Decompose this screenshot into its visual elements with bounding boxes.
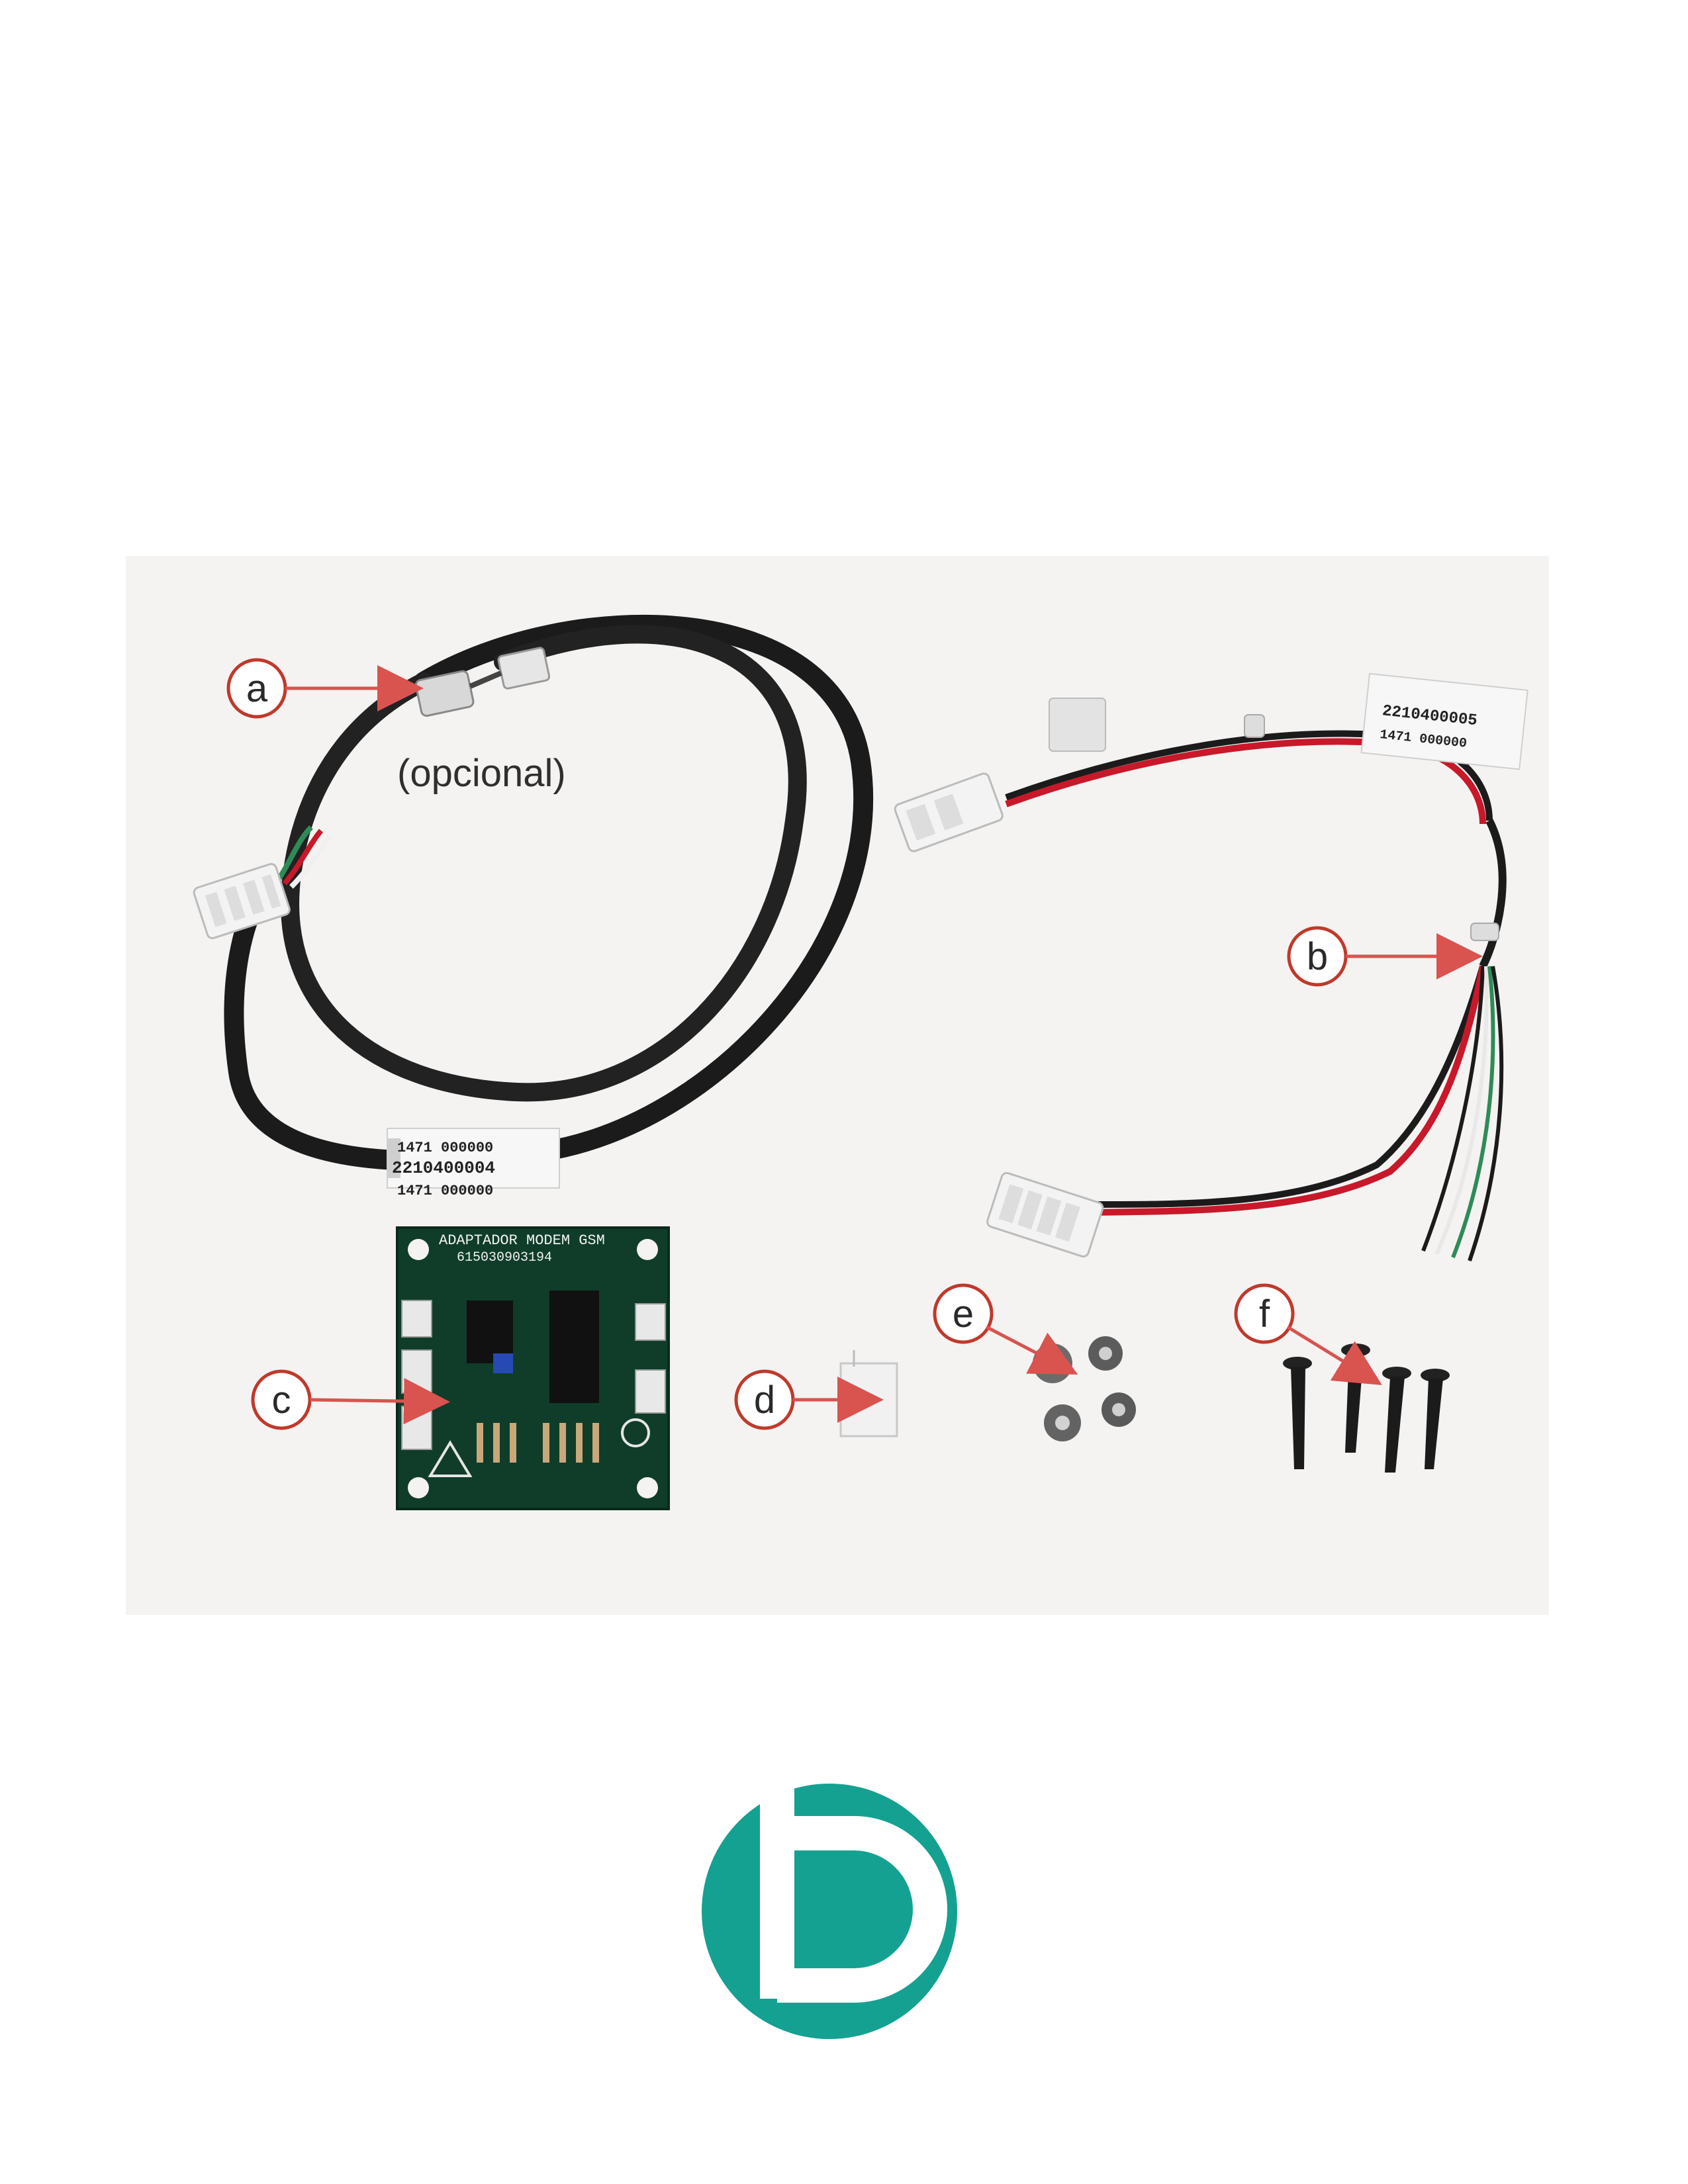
- callout-f: f: [1234, 1283, 1382, 1385]
- cable-a-label-line1: 1471 000000: [397, 1140, 493, 1156]
- spacer: [1033, 1343, 1072, 1383]
- screw: [1421, 1369, 1450, 1469]
- adapter-board: [396, 1226, 670, 1510]
- callout-letter-e: e: [953, 1293, 974, 1336]
- cable-b-connector-left: [894, 772, 1004, 852]
- screws-set: [1283, 1343, 1450, 1473]
- cable-a-label-line2: 2210400004: [392, 1158, 495, 1178]
- cable-a-label-line3: 1471 000000: [397, 1183, 493, 1199]
- board-part-number: 615030903194: [457, 1250, 552, 1265]
- callout-letter-c: c: [272, 1379, 291, 1422]
- cable-a-optional-connector: [414, 647, 551, 717]
- spacer: [1102, 1392, 1136, 1427]
- callout-letter-a: a: [246, 667, 268, 710]
- screw: [1283, 1357, 1312, 1469]
- cable-a-connector-left: [193, 862, 291, 940]
- callout-c: c: [251, 1369, 450, 1430]
- cable-b-connector-bottom: [986, 1171, 1104, 1258]
- callout-letter-b: b: [1307, 935, 1328, 978]
- callout-a: a: [226, 658, 424, 719]
- spacer: [1088, 1336, 1123, 1371]
- cable-b-label-sleeve: [1360, 672, 1528, 770]
- cable-b: [894, 672, 1528, 1261]
- optional-note: (opcional): [397, 752, 566, 795]
- callout-letter-f: f: [1259, 1293, 1270, 1336]
- screw: [1341, 1343, 1370, 1453]
- callout-e: e: [933, 1283, 1078, 1375]
- cable-a: [193, 614, 874, 1189]
- screw: [1382, 1367, 1411, 1473]
- callout-d: d: [734, 1369, 884, 1430]
- spacer: [1044, 1404, 1081, 1441]
- spacers-set: [1033, 1336, 1136, 1441]
- board-title: ADAPTADOR MODEM GSM: [439, 1232, 605, 1249]
- callout-b: b: [1287, 926, 1483, 987]
- cable-a-label-sleeve: [387, 1128, 560, 1189]
- adhesive-label: [839, 1350, 898, 1437]
- callout-letter-d: d: [754, 1379, 775, 1422]
- p-brand-logo: [702, 1784, 957, 2039]
